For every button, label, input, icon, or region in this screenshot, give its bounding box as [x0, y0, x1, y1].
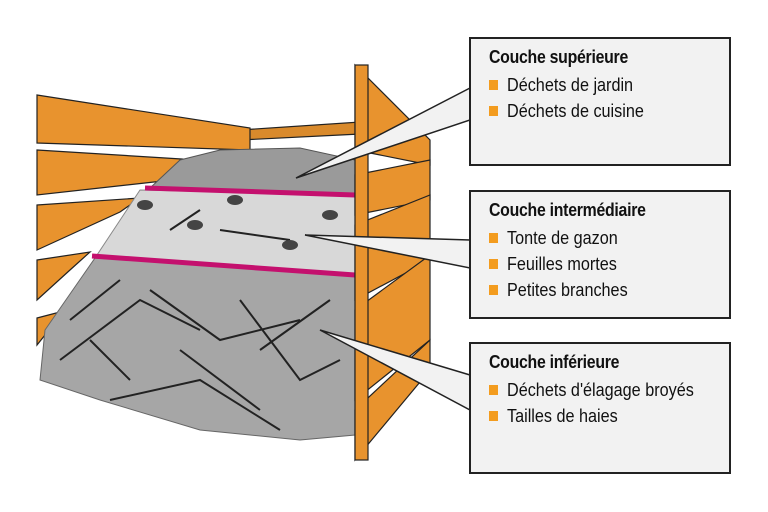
bullet-icon	[489, 233, 498, 243]
bullet-icon	[489, 80, 498, 90]
list-item: Tailles de haies	[489, 403, 705, 429]
bullet-icon	[489, 411, 498, 421]
branches	[59, 209, 341, 431]
bottom-layer	[39, 257, 356, 441]
list-item: Petites branches	[489, 277, 705, 303]
bullet-icon	[489, 259, 498, 269]
callout-top-layer: Couche supérieure Déchets de jardin Déch…	[469, 37, 731, 166]
leaves	[137, 195, 338, 250]
compost-layers	[39, 147, 356, 441]
callout-middle-layer: Couche intermédiaire Tonte de gazon Feui…	[469, 190, 731, 319]
list-item: Déchets de jardin	[489, 72, 705, 98]
layer-title: Couche supérieure	[489, 47, 628, 67]
divider-top	[144, 185, 356, 198]
bullet-icon	[489, 385, 498, 395]
layer-title: Couche intermédiaire	[489, 200, 646, 220]
list-item: Feuilles mortes	[489, 251, 705, 277]
list-item: Déchets d'élagage broyés	[489, 377, 705, 403]
callout-bottom-layer: Couche inférieure Déchets d'élagage broy…	[469, 342, 731, 474]
right-wall	[354, 63, 431, 462]
list-item: Déchets de cuisine	[489, 98, 705, 124]
left-wall-planks	[36, 94, 251, 347]
layer-title: Couche inférieure	[489, 352, 620, 372]
list-item: Tonte de gazon	[489, 225, 705, 251]
callout-pointers	[295, 86, 471, 412]
bullet-icon	[489, 285, 498, 295]
divider-bottom	[91, 253, 356, 278]
bullet-icon	[489, 106, 498, 116]
